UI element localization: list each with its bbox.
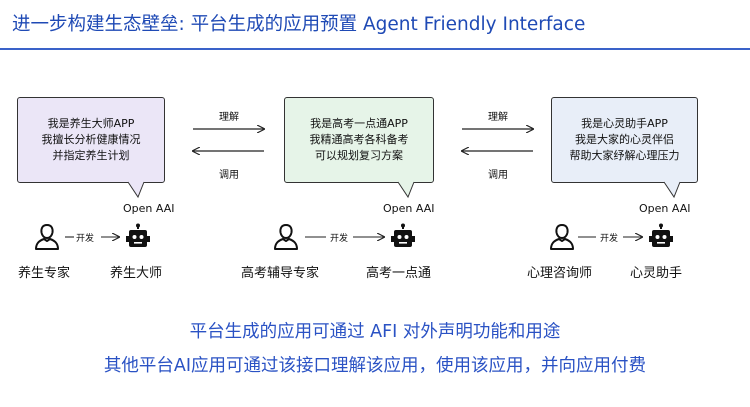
develop-label: 开发: [600, 234, 619, 244]
person-icon: [274, 223, 298, 250]
develop-label: 开发: [330, 234, 349, 244]
bubble-line: 我是心灵助手APP: [581, 117, 668, 130]
bubble-line: 并指定养生计划: [52, 149, 130, 162]
provider-label: Open AAI: [383, 202, 435, 215]
robot-icon: [391, 223, 415, 247]
bubble-tail: [663, 181, 681, 199]
person-icon: [550, 223, 574, 250]
robot-icon: [126, 223, 150, 247]
provider-label: Open AAI: [123, 202, 175, 215]
bubble-line: 可以规划复习方案: [315, 149, 403, 162]
footer-line: 其他平台AI应用可通过该接口理解该应用，使用该应用，并向应用付费: [103, 356, 647, 376]
human-label: 高考辅导专家: [241, 266, 320, 281]
app-bubble-health-master: 我是养生大师APP 我擅长分析健康情况 并指定养生计划: [17, 97, 165, 183]
agent-label: 心灵助手: [630, 266, 683, 281]
title-divider: [0, 48, 750, 50]
app-bubble-mind-helper: 我是心灵助手APP 我是大家的心灵伴侣 帮助大家纾解心理压力: [551, 97, 698, 183]
bubble-line: 帮助大家纾解心理压力: [569, 149, 680, 162]
bubble-line: 我精通高考各科备考: [309, 133, 409, 146]
bubble-tail: [127, 181, 145, 199]
bubble-line: 我是大家的心灵伴侣: [575, 133, 674, 146]
app-bubble-gaokao: 我是高考一点通APP 我精通高考各科备考 可以规划复习方案: [284, 97, 434, 183]
bubble-line: 我擅长分析健康情况: [41, 133, 141, 146]
link-label-understand: 理解: [219, 112, 239, 123]
human-label: 养生专家: [18, 266, 71, 281]
bubble-tail: [397, 181, 415, 199]
link-label-invoke: 调用: [219, 170, 239, 181]
robot-icon: [649, 223, 673, 247]
bubble-line: 我是高考一点通APP: [310, 117, 408, 130]
agent-label: 养生大师: [110, 266, 163, 281]
link-label-understand: 理解: [488, 112, 508, 123]
human-label: 心理咨询师: [527, 266, 593, 281]
link-label-invoke: 调用: [488, 170, 508, 181]
provider-label: Open AAI: [639, 202, 691, 215]
bubble-line: 我是养生大师APP: [47, 117, 135, 130]
bubble-text: 我是心灵助手APP 我是大家的心灵伴侣 帮助大家纾解心理压力: [570, 116, 680, 164]
bubble-text: 我是高考一点通APP 我精通高考各科备考 可以规划复习方案: [310, 116, 409, 164]
slide-title: 进一步构建生态壁垒: 平台生成的应用预置 Agent Friendly Inte…: [12, 14, 586, 35]
agent-label: 高考一点通: [366, 266, 432, 281]
footer-line: 平台生成的应用可通过 AFI 对外声明功能和用途: [189, 322, 561, 342]
develop-label: 开发: [76, 234, 95, 244]
bubble-text: 我是养生大师APP 我擅长分析健康情况 并指定养生计划: [42, 116, 141, 164]
person-icon: [35, 223, 59, 250]
